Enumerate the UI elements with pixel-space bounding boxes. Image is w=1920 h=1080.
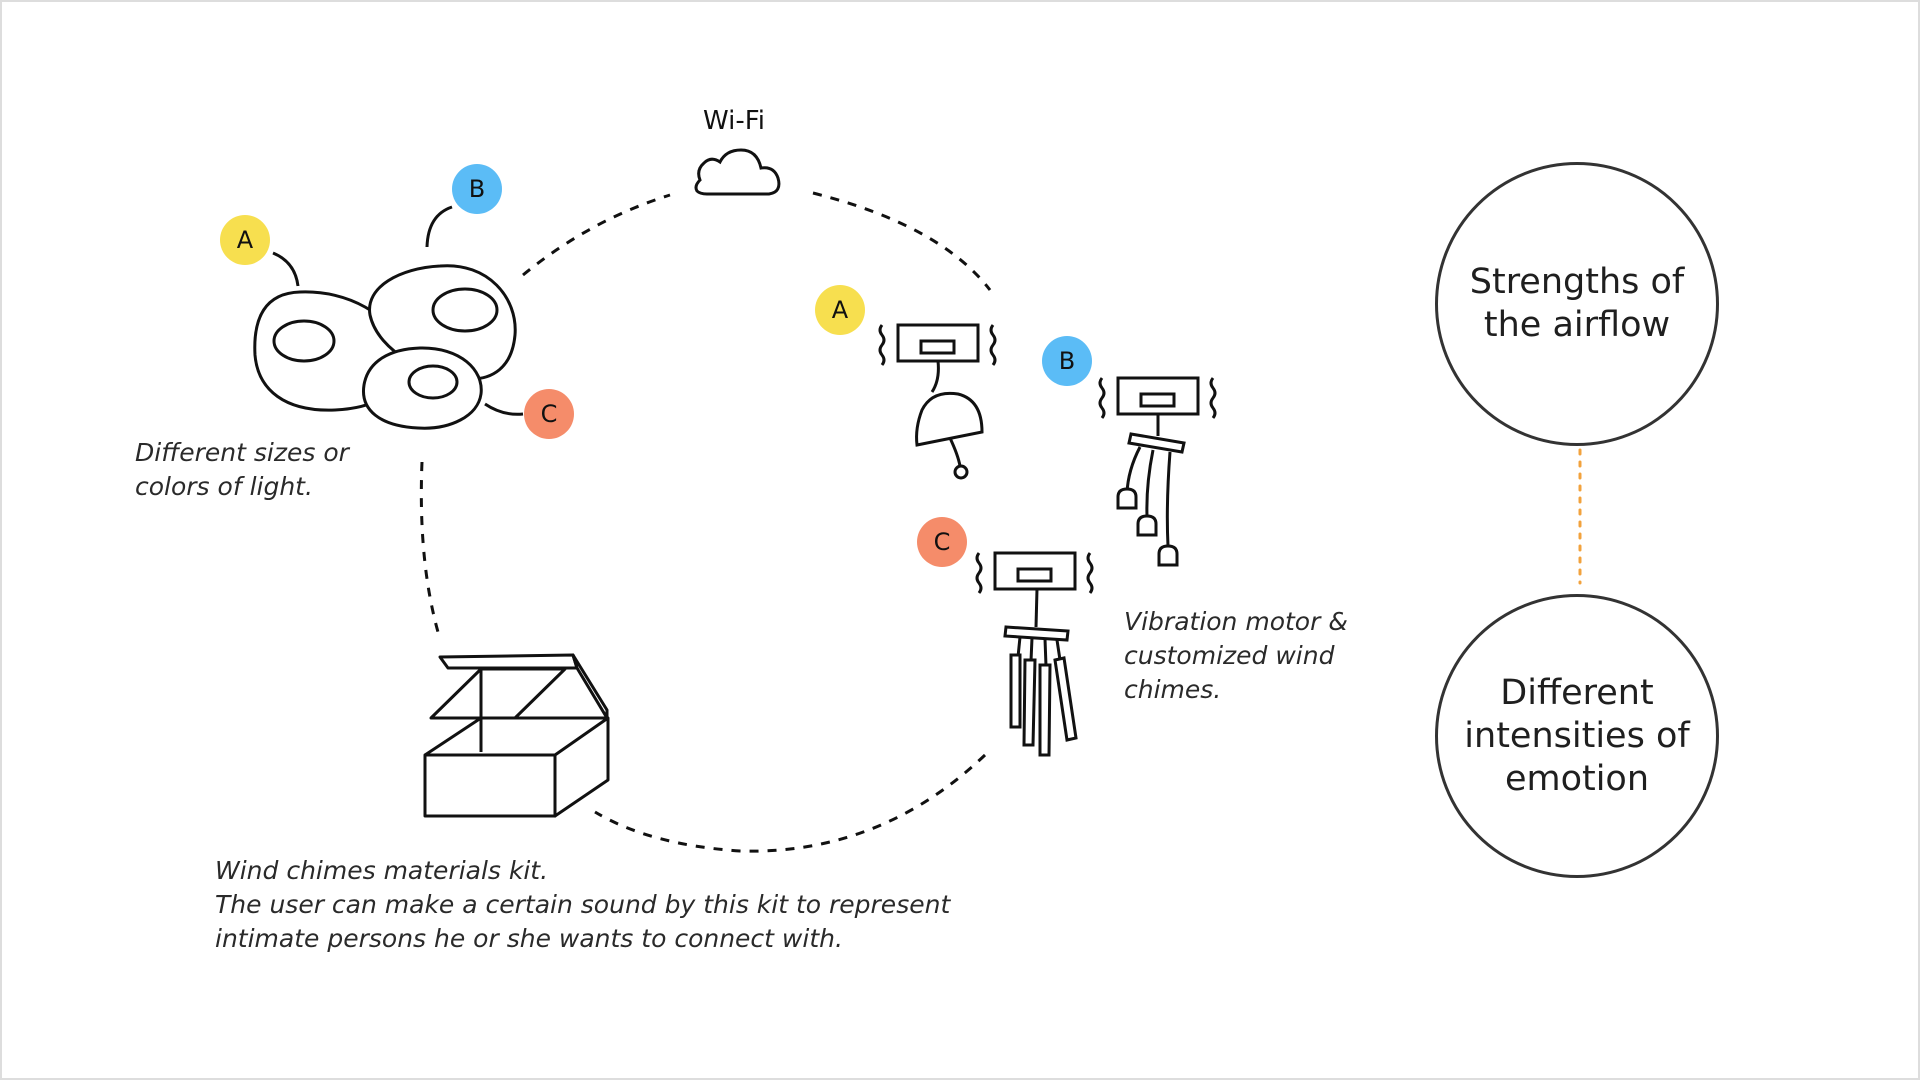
badge-chime-a: A	[815, 285, 865, 335]
circle-emotion-line-1: Different	[1500, 672, 1654, 713]
box-lid-top	[438, 653, 579, 670]
badge-chime-c: C	[917, 517, 967, 567]
tube-4	[1053, 656, 1078, 742]
motor-c	[993, 551, 1077, 591]
motor-b-slot	[1139, 392, 1176, 408]
tube-2	[1022, 658, 1037, 747]
chime-tubes-icon	[975, 551, 1094, 757]
wifi-label: Wi-Fi	[703, 106, 766, 136]
motor-b	[1116, 376, 1200, 416]
caption-lights-line-1: Different sizes or	[135, 438, 349, 467]
light-blob-b-inner	[431, 287, 499, 333]
loop-segment-lights-kit	[419, 461, 440, 633]
bell-body	[915, 391, 984, 447]
caption-chimes-line-2: customized wind	[1124, 641, 1335, 670]
vibration-a-left	[878, 324, 886, 366]
vibration-c-left	[975, 552, 983, 594]
hanger-string-c	[1034, 588, 1039, 628]
caption-kit: Wind chimes materials kit. The user can …	[215, 854, 950, 956]
caption-kit-line-3: intimate persons he or she wants to conn…	[215, 924, 843, 953]
caption-kit-line-1: Wind chimes materials kit.	[215, 856, 549, 885]
circle-emotion-text: Different intensities of emotion	[1464, 672, 1689, 801]
light-badge-leaders	[272, 205, 524, 416]
bell-string	[930, 360, 940, 393]
loop-segment-wifi-chimes	[812, 191, 992, 291]
leader-c	[484, 402, 524, 416]
vibration-b-right	[1209, 377, 1217, 419]
leader-a	[272, 251, 300, 287]
light-blob-a-inner	[272, 319, 336, 363]
materials-kit-box-icon	[423, 653, 610, 818]
light-blobs-icon	[253, 264, 517, 430]
leader-b	[425, 205, 453, 248]
badge-light-a: A	[220, 215, 270, 265]
bell-clapper	[953, 464, 969, 480]
badge-light-c: C	[524, 389, 574, 439]
weight-b3	[1157, 544, 1179, 567]
loop-segment-lights-wifi	[522, 193, 671, 277]
box-back-rim	[429, 667, 567, 720]
dashed-loop	[419, 191, 992, 853]
circle-airflow-line-1: Strengths of	[1469, 262, 1685, 302]
weight-b1	[1116, 487, 1138, 510]
chime-bell-icon	[878, 323, 997, 480]
string-b3	[1165, 451, 1172, 547]
chime-strings-icon	[1098, 376, 1217, 567]
light-blob-c-inner	[407, 364, 459, 400]
caption-chimes: Vibration motor & customized wind chimes…	[1124, 605, 1348, 707]
box-top-edge	[424, 716, 608, 757]
weight-b2	[1136, 514, 1158, 537]
circle-airflow-strength: Strengths of the airflow	[1435, 162, 1719, 446]
circle-emotion-line-3: emotion	[1504, 758, 1650, 799]
box-front	[423, 753, 557, 818]
caption-lights-line-2: colors of light.	[135, 472, 313, 501]
box-right-side	[553, 716, 610, 818]
badge-light-b: B	[452, 164, 502, 214]
loop-segment-chimes-kit	[594, 753, 987, 853]
crossbar-c	[1003, 625, 1070, 642]
circle-airflow-text: Strengths of the airflow	[1470, 261, 1685, 347]
box-lid-side	[571, 653, 609, 720]
string-b1	[1125, 446, 1142, 494]
motor-a	[896, 323, 980, 363]
string-b2	[1145, 449, 1155, 517]
caption-lights: Different sizes or colors of light.	[135, 436, 349, 504]
crossbar-b	[1127, 432, 1186, 454]
cloud-icon	[694, 148, 781, 196]
caption-kit-line-2: The user can make a certain sound by thi…	[215, 890, 951, 919]
vibration-a-right	[989, 324, 997, 366]
circle-emotion-line-2: intensities of	[1464, 715, 1690, 756]
vibration-b-left	[1098, 377, 1106, 419]
caption-chimes-line-3: chimes.	[1124, 675, 1222, 704]
tube-1	[1009, 653, 1022, 729]
circle-airflow-line-2: the airflow	[1483, 305, 1671, 345]
caption-chimes-line-1: Vibration motor &	[1124, 607, 1348, 636]
circle-emotion-intensity: Different intensities of emotion	[1435, 594, 1719, 878]
tube-3	[1038, 663, 1052, 757]
motor-c-slot	[1016, 567, 1053, 583]
motor-a-slot	[919, 339, 956, 355]
tube-strings	[1016, 636, 1062, 667]
vibration-c-right	[1086, 552, 1094, 594]
badge-chime-b: B	[1042, 336, 1092, 386]
bell-clapper-line	[948, 437, 962, 467]
